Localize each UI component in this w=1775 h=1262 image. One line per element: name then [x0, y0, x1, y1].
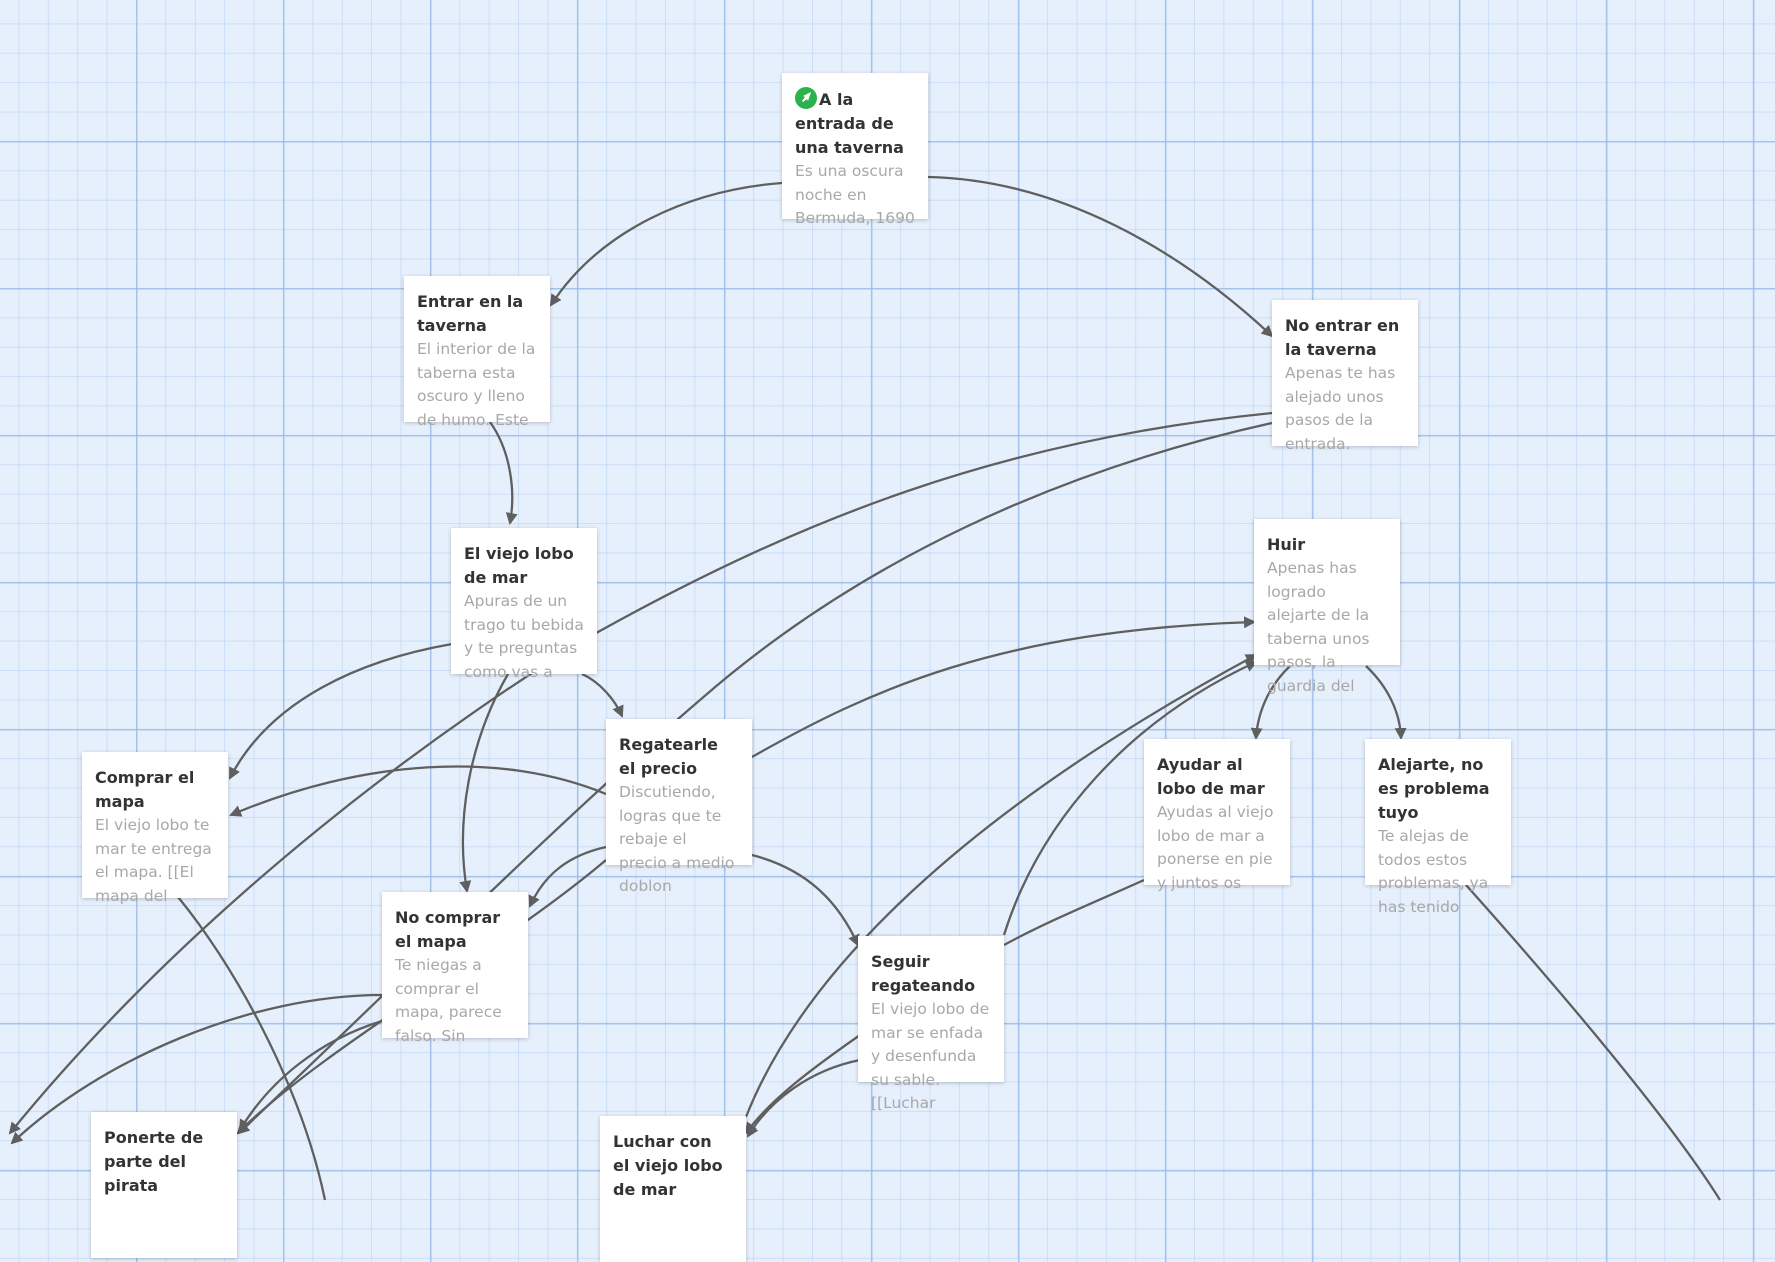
passage-luchar-con-el-viejo-lobo[interactable]: Luchar con el viejo lobo de mar — [600, 1116, 746, 1262]
link-seguir-to-huir — [1002, 660, 1258, 936]
link-regatear-to-comprar — [229, 765, 607, 817]
rocket-icon — [795, 87, 817, 109]
link-entrada-to-entrar — [549, 181, 783, 307]
link-viejo-to-no-comprar — [459, 673, 509, 893]
passage-excerpt: El viejo lobo de mar se enfada y desenfu… — [871, 1000, 990, 1112]
link-no-comprar-to-ponerte — [238, 1019, 383, 1132]
link-viejo-to-comprar — [228, 642, 453, 780]
passage-comprar-el-mapa[interactable]: Comprar el mapa El viejo lobo te mar te … — [82, 752, 228, 905]
link-viejo-to-regatear — [581, 672, 624, 718]
link-seguir-to-luchar — [744, 1034, 861, 1135]
link-ayudar-to-seguir — [1003, 878, 1145, 947]
passage-ponerte-de-parte-del-pirata[interactable]: Ponerte de parte del pirata — [91, 1112, 237, 1258]
link-comprar-to-bottom — [177, 896, 327, 1201]
passage-a-la-entrada[interactable]: A la entrada de una taverna Es una oscur… — [782, 73, 928, 227]
passage-entrar-en-la-taverna[interactable]: Entrar en la taverna El interior de la t… — [404, 276, 550, 429]
passage-excerpt: Apenas has logrado alejarte de la tabern… — [1267, 559, 1370, 695]
passage-title: A la entrada de una taverna — [795, 87, 915, 160]
passage-title: No comprar el mapa — [395, 908, 501, 951]
passage-el-viejo-lobo-de-mar[interactable]: El viejo lobo de mar Apuras de un trago … — [451, 528, 597, 681]
passage-title: Entrar en la taverna — [417, 292, 524, 335]
passage-links — [8, 175, 1721, 1201]
passage-excerpt: El interior de la taberna esta oscuro y … — [417, 340, 536, 429]
link-luchar-to-huir — [744, 653, 1258, 1118]
passage-title: El viejo lobo de mar — [464, 544, 574, 587]
link-huir-to-alejarte — [1365, 665, 1407, 740]
passage-title: Seguir regateando — [871, 952, 976, 995]
passage-excerpt: Te alejas de todos estos problemas, ya h… — [1378, 827, 1489, 916]
passage-no-entrar-en-la-taverna[interactable]: No entrar en la taverna Apenas te has al… — [1272, 300, 1418, 453]
passage-excerpt: Apenas te has alejado unos pasos de la e… — [1285, 364, 1396, 453]
link-entrar-to-viejo-lobo — [489, 421, 518, 525]
link-regatear-to-huir — [751, 616, 1256, 759]
passage-no-comprar-el-mapa[interactable]: No comprar el mapa Te niegas a comprar e… — [382, 892, 528, 1045]
passage-title: Luchar con el viejo lobo de mar — [613, 1132, 723, 1199]
passage-excerpt: Apuras de un trago tu bebida y te pregun… — [464, 592, 584, 681]
passage-alejarte[interactable]: Alejarte, no es problema tuyo Te alejas … — [1365, 739, 1511, 916]
link-alejarte-to-bottom — [1465, 884, 1721, 1201]
passage-regatearle-el-precio[interactable]: Regatearle el precio Discutiendo, logras… — [606, 719, 752, 895]
passage-excerpt: Ayudas al viejo lobo de mar a ponerse en… — [1157, 803, 1274, 892]
passage-title: No entrar en la taverna — [1285, 316, 1400, 359]
link-no-comprar-to-left — [10, 993, 383, 1145]
link-seguir-to-luchar-b — [746, 1058, 861, 1138]
passage-seguir-regateando[interactable]: Seguir regateando El viejo lobo de mar s… — [858, 936, 1004, 1112]
passage-excerpt: Te niegas a comprar el mapa, parece fals… — [395, 956, 502, 1045]
passage-title: Alejarte, no es problema tuyo — [1378, 755, 1490, 822]
link-regatear-to-seguir — [751, 853, 860, 947]
passage-title: Regatearle el precio — [619, 735, 718, 778]
link-entrada-to-no-entrar — [927, 175, 1274, 338]
passage-title: Ponerte de parte del pirata — [104, 1128, 204, 1195]
passage-excerpt: El viejo lobo te mar te entrega el mapa.… — [95, 816, 212, 905]
link-regatear-to-no-comprar — [528, 845, 607, 908]
passage-ayudar-al-lobo-de-mar[interactable]: Ayudar al lobo de mar Ayudas al viejo lo… — [1144, 739, 1290, 892]
passage-title-text: A la entrada de una taverna — [795, 90, 904, 157]
passage-title: Ayudar al lobo de mar — [1157, 755, 1265, 798]
passage-excerpt: Es una oscura noche en Bermuda, 1690 — [795, 162, 915, 227]
passage-title: Huir — [1267, 535, 1306, 554]
passage-huir[interactable]: Huir Apenas has logrado alejarte de la t… — [1254, 519, 1400, 695]
passage-excerpt: Discutiendo, logras que te rebaje el pre… — [619, 783, 735, 895]
link-huir-to-ayudar — [1250, 665, 1291, 740]
passage-title: Comprar el mapa — [95, 768, 195, 811]
